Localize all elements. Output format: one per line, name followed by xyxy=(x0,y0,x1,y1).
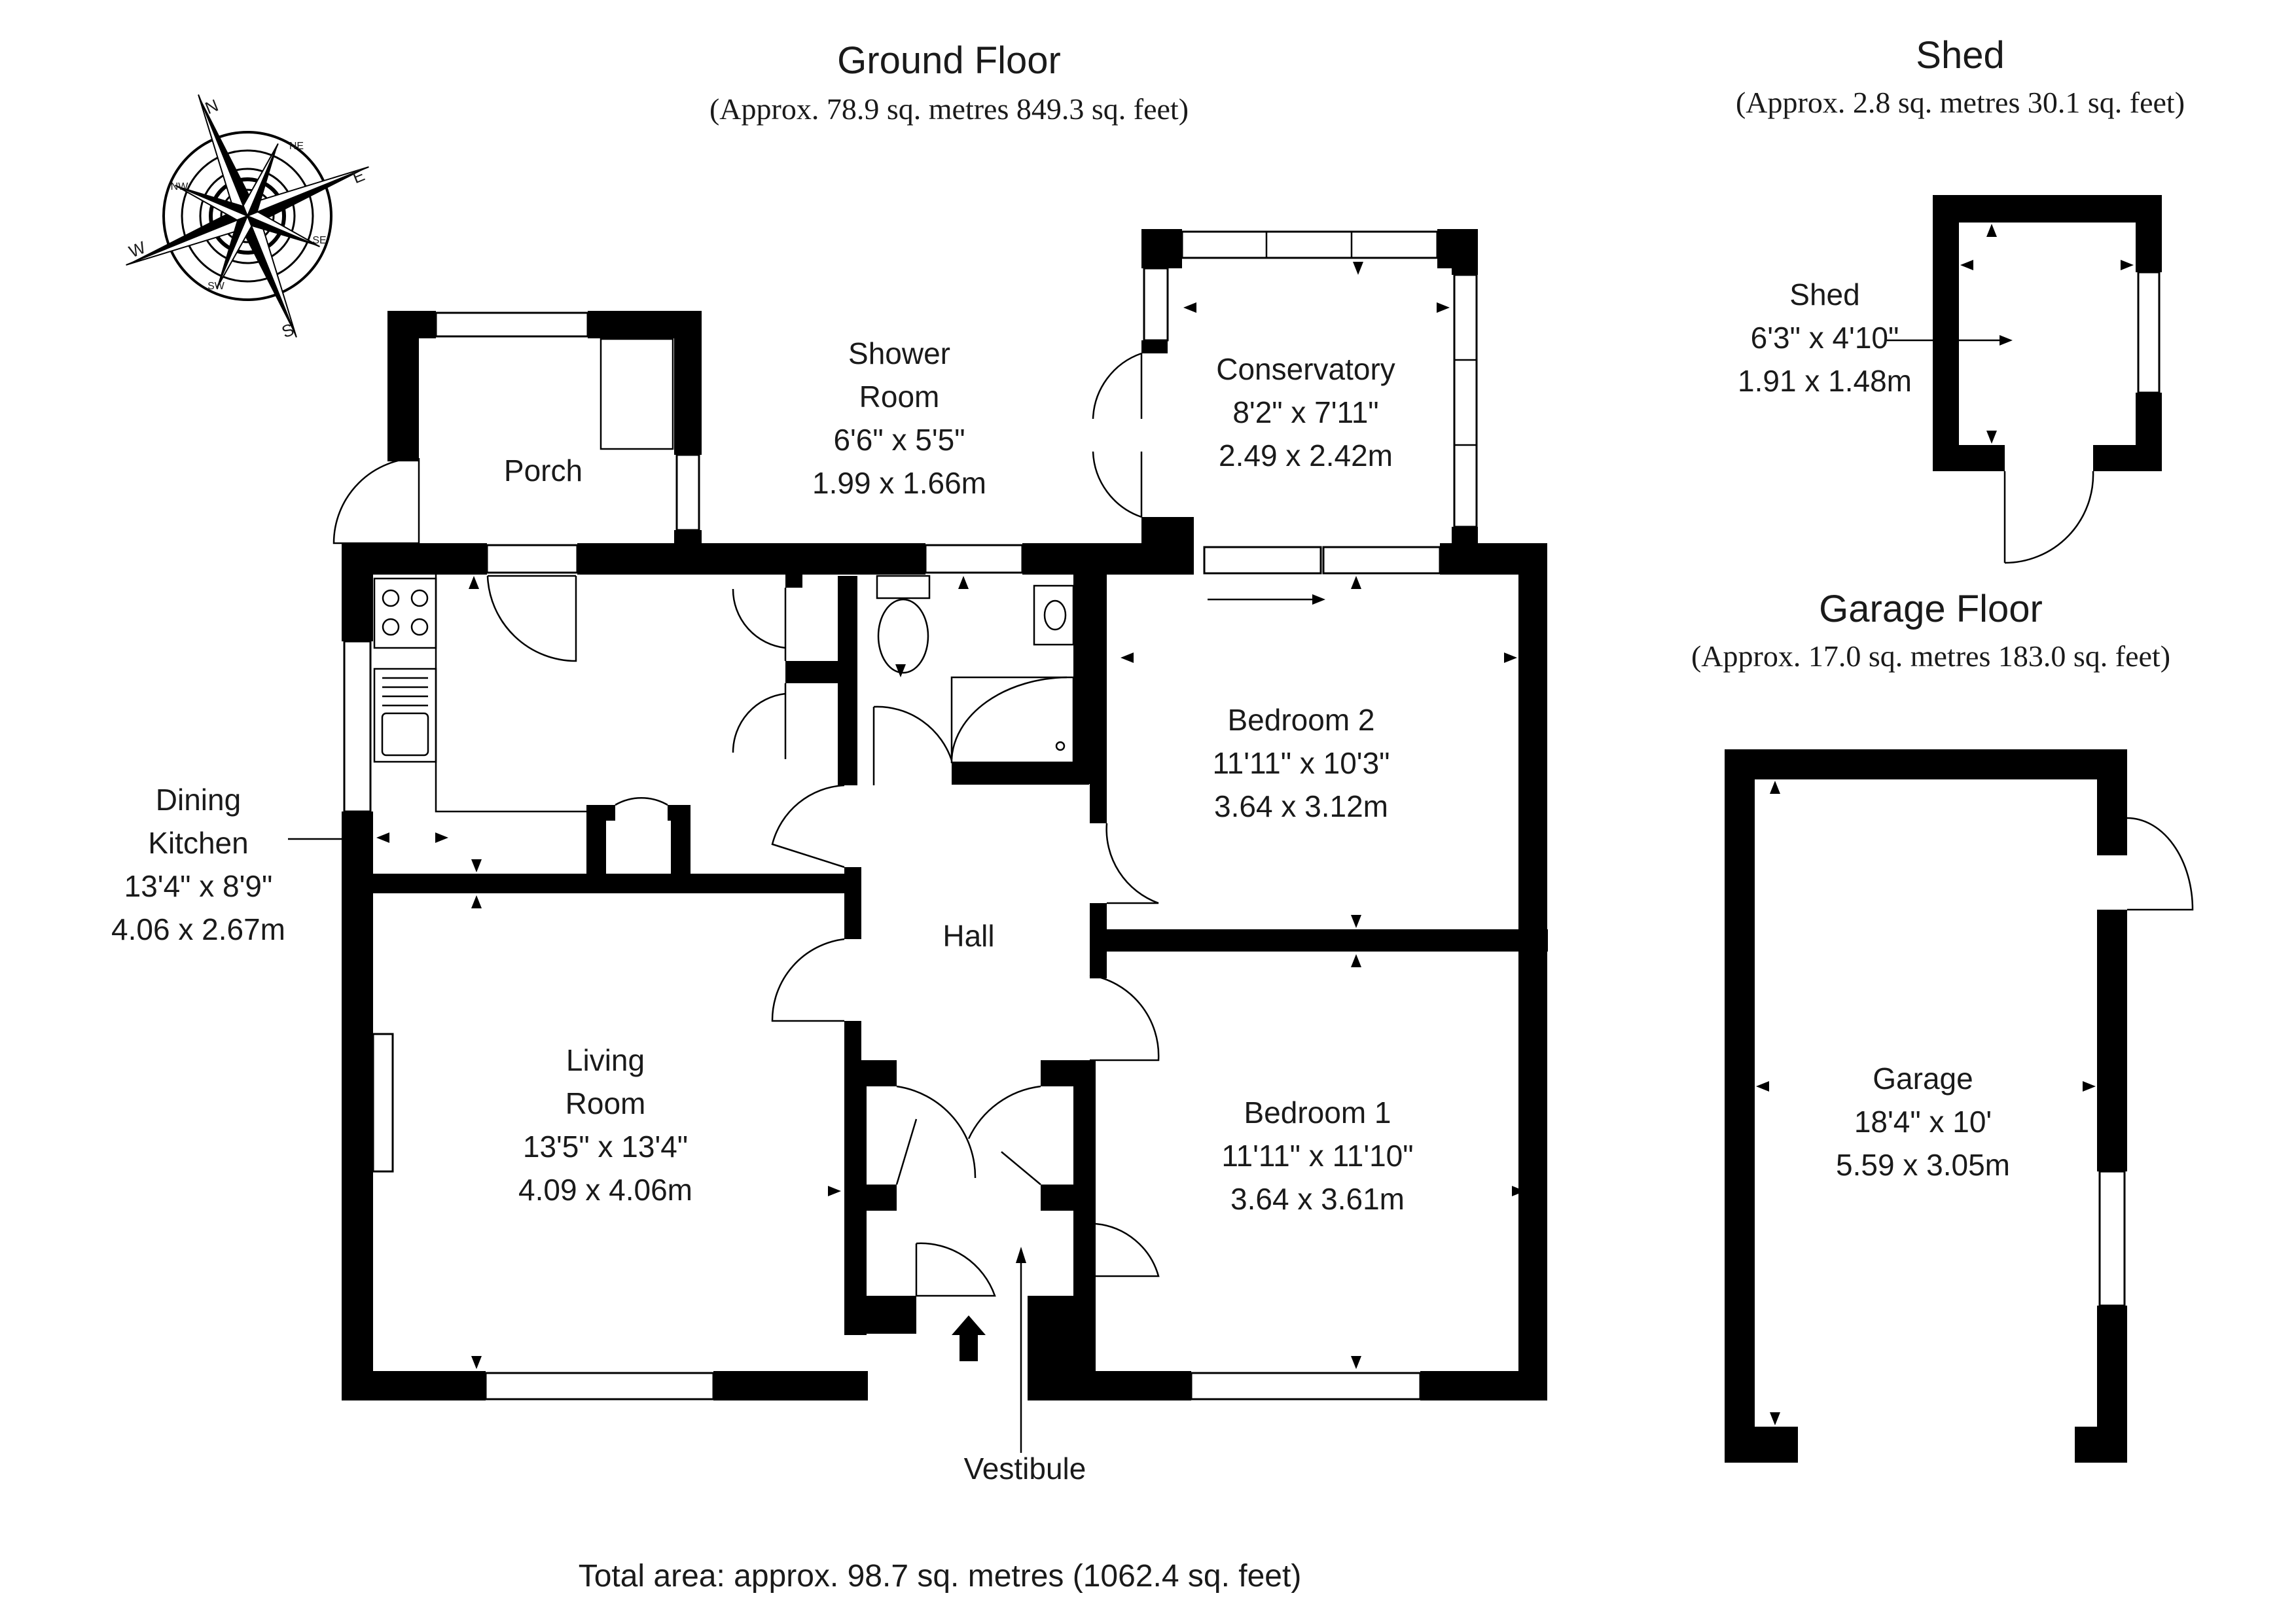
bedroom1-metric: 3.64 x 3.61m xyxy=(1230,1182,1405,1216)
shower-room-label-1: Shower xyxy=(848,336,950,370)
bedroom2-imperial: 11'11" x 10'3" xyxy=(1212,746,1390,780)
hall-label: Hall xyxy=(942,919,994,953)
bedroom2-metric: 3.64 x 3.12m xyxy=(1214,789,1388,823)
dining-kitchen-label-1: Dining xyxy=(156,783,241,817)
compass-rose-icon: N E S W NE SE SW NW xyxy=(126,94,369,342)
shower-room-label-2: Room xyxy=(859,380,940,414)
conservatory-label: Conservatory xyxy=(1216,352,1395,386)
shower-room-imperial: 6'6" x 5'5" xyxy=(833,423,965,457)
ground-floor-doors xyxy=(332,352,1160,1297)
living-room-label-2: Room xyxy=(565,1086,646,1120)
room-labels: Porch Shower Room 6'6" x 5'5" 1.99 x 1.6… xyxy=(111,336,1414,1486)
shower-tray-icon xyxy=(950,676,1075,764)
shed-title: Shed xyxy=(1916,34,2004,77)
basin-icon xyxy=(1033,584,1075,646)
garage-labels: Garage 18'4" x 10' 5.59 x 3.05m xyxy=(1836,1061,2010,1182)
ground-floor-title: Ground Floor xyxy=(837,39,1061,82)
garage-floor-area: (Approx. 17.0 sq. metres 183.0 sq. feet) xyxy=(1691,639,2170,673)
living-room-label-1: Living xyxy=(566,1043,645,1077)
total-area: Total area: approx. 98.7 sq. metres (106… xyxy=(579,1559,1302,1594)
shed-labels: Shed 6'3" x 4'10" 1.91 x 1.48m xyxy=(1738,277,1912,398)
compass-se-label: SE xyxy=(312,235,326,246)
porch-label: Porch xyxy=(504,454,583,488)
shed-imperial: 6'3" x 4'10" xyxy=(1751,321,1899,355)
compass-sw-label: SW xyxy=(207,281,225,292)
bedroom1-label: Bedroom 1 xyxy=(1244,1096,1391,1130)
living-room-imperial: 13'5" x 13'4" xyxy=(523,1130,688,1164)
dining-kitchen-imperial: 13'4" x 8'9" xyxy=(124,869,273,903)
ground-floor-area: (Approx. 78.9 sq. metres 849.3 sq. feet) xyxy=(709,92,1189,126)
shower-room-metric: 1.99 x 1.66m xyxy=(812,466,986,500)
hob-icon xyxy=(373,577,437,649)
conservatory-imperial: 8'2" x 7'11" xyxy=(1232,395,1378,429)
bedroom1-imperial: 11'11" x 11'10" xyxy=(1221,1139,1413,1173)
toilet-icon xyxy=(876,575,931,674)
conservatory-metric: 2.49 x 2.42m xyxy=(1219,438,1393,473)
ground-floor-windows xyxy=(343,230,1478,1400)
garage-metric: 5.59 x 3.05m xyxy=(1836,1148,2010,1182)
dining-kitchen-label-2: Kitchen xyxy=(148,826,248,860)
living-room-metric: 4.09 x 4.06m xyxy=(518,1173,692,1207)
ground-floor-walls xyxy=(342,229,1548,1400)
dining-kitchen-metric: 4.06 x 2.67m xyxy=(111,912,285,946)
garage-plan xyxy=(1725,749,2194,1463)
compass-ne-label: NE xyxy=(289,141,304,152)
garage-floor-title: Garage Floor xyxy=(1819,588,2043,630)
shed-plan xyxy=(1885,195,2162,564)
garage-imperial: 18'4" x 10' xyxy=(1854,1105,1992,1139)
garage-label: Garage xyxy=(1873,1061,1973,1096)
vestibule-label: Vestibule xyxy=(964,1452,1086,1486)
fixtures xyxy=(373,338,1075,813)
entrance-arrow-icon xyxy=(952,1315,986,1361)
compass-nw-label: NW xyxy=(171,181,189,192)
shed-metric: 1.91 x 1.48m xyxy=(1738,364,1912,398)
shed-area: (Approx. 2.8 sq. metres 30.1 sq. feet) xyxy=(1736,86,2185,119)
shed-label: Shed xyxy=(1789,277,1859,312)
bedroom2-label: Bedroom 2 xyxy=(1227,703,1374,737)
dimension-arrows xyxy=(288,262,1525,1453)
